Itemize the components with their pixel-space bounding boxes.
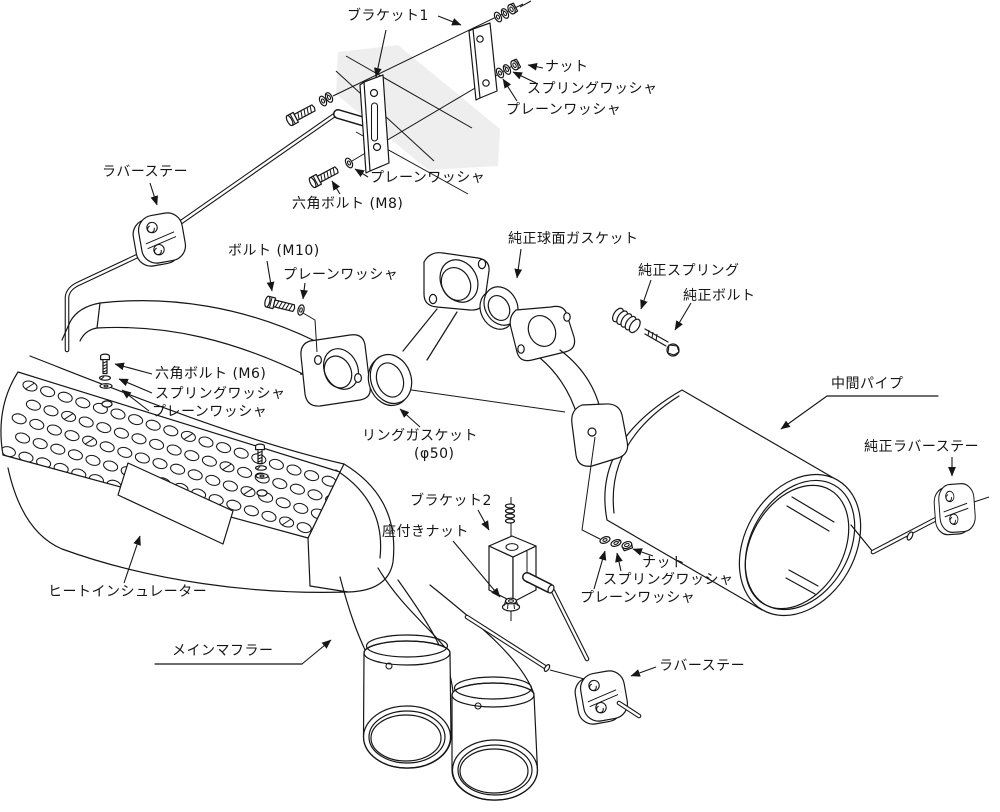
oem-spring xyxy=(612,307,641,334)
leader-lines xyxy=(114,15,956,677)
label-hex-bolt-m8: 六角ボルト (M8) xyxy=(292,196,404,212)
spherical-gasket xyxy=(479,286,519,330)
label-oem-spherical-gasket: 純正球面ガスケット xyxy=(508,231,639,247)
tailpipe-left xyxy=(362,634,452,769)
label-spring-washer-top: スプリングワッシャ xyxy=(527,81,658,97)
muffler-hanger-rod-front xyxy=(161,109,377,237)
nut-stack-top xyxy=(492,0,532,24)
label-bracket2: ブラケット2 xyxy=(410,493,492,509)
rubber-stay-left xyxy=(129,209,189,270)
front-pipe xyxy=(402,252,490,361)
label-ring-gasket: リングガスケット xyxy=(362,428,478,444)
oem-hanger-rod xyxy=(850,515,941,555)
label-seated-nut: 座付きナット xyxy=(382,524,469,540)
label-plain-washer-m8: プレーンワッシャ xyxy=(370,170,486,186)
bracket1-right-plate xyxy=(468,22,498,101)
label-rubber-stay-left: ラバーステー xyxy=(102,164,189,180)
main-muffler-flange xyxy=(300,334,371,407)
seated-nut xyxy=(501,597,521,612)
bracket1-left-plate xyxy=(359,74,390,174)
label-nut-bottom: ナット xyxy=(642,555,686,571)
label-plain-washer-bottom: プレーンワッシャ xyxy=(580,590,696,606)
hex-bolt-m6-stack-2 xyxy=(255,443,269,479)
label-ring-gasket-size: (φ50) xyxy=(414,446,455,462)
front-pipe-rear-flange xyxy=(509,305,601,419)
label-heat-insulator: ヒートインシュレーター xyxy=(48,584,208,600)
hex-bolt-m8-lower xyxy=(307,156,355,190)
label-oem-spring: 純正スプリング xyxy=(638,263,740,279)
muffler-hook-rod-front xyxy=(64,248,151,353)
bolt-m10 xyxy=(263,295,318,353)
label-spring-washer-bottom: スプリングワッシャ xyxy=(603,572,734,588)
intermediate-pipe-flange xyxy=(571,403,629,540)
label-plain-washer-m6: プレーンワッシャ xyxy=(152,404,268,420)
oem-bolt xyxy=(644,328,680,357)
hex-bolt-m6-stack-1 xyxy=(98,353,113,389)
label-nut-top: ナット xyxy=(545,59,589,75)
label-mid-pipe: 中間パイプ xyxy=(831,376,904,392)
label-oem-bolt: 純正ボルト xyxy=(683,288,756,304)
heat-insulator xyxy=(0,371,341,545)
label-plain-washer-m10: プレーンワッシャ xyxy=(283,267,399,283)
ring-gasket xyxy=(367,353,413,407)
label-main-muffler: メインマフラー xyxy=(172,643,274,659)
bracket2-assembly xyxy=(488,497,555,621)
label-hex-bolt-m6: 六角ボルト (M6) xyxy=(155,366,267,382)
label-spring-washer-m6: スプリングワッシャ xyxy=(155,386,286,402)
label-rubber-stay-bottom: ラバーステー xyxy=(659,658,746,674)
insulator-blank-band xyxy=(117,462,234,545)
label-bolt-m10: ボルト (M10) xyxy=(228,243,320,259)
nut-stack-mid xyxy=(494,58,522,80)
label-bracket1: ブラケット1 xyxy=(347,8,429,24)
tailpipe-necks xyxy=(339,567,535,695)
main-muffler-body xyxy=(7,300,395,593)
label-plain-washer-top: プレーンワッシャ xyxy=(506,102,622,118)
nut-stack-intermediate xyxy=(598,534,634,552)
oem-rubber-stay xyxy=(932,482,990,537)
rubber-stay-bottom xyxy=(571,667,642,728)
label-oem-rubber-stay: 純正ラバーステー xyxy=(864,439,980,455)
tailpipe-right xyxy=(451,676,539,801)
bracket2-rod xyxy=(550,588,590,662)
intermediate-pipe-body xyxy=(604,389,862,617)
